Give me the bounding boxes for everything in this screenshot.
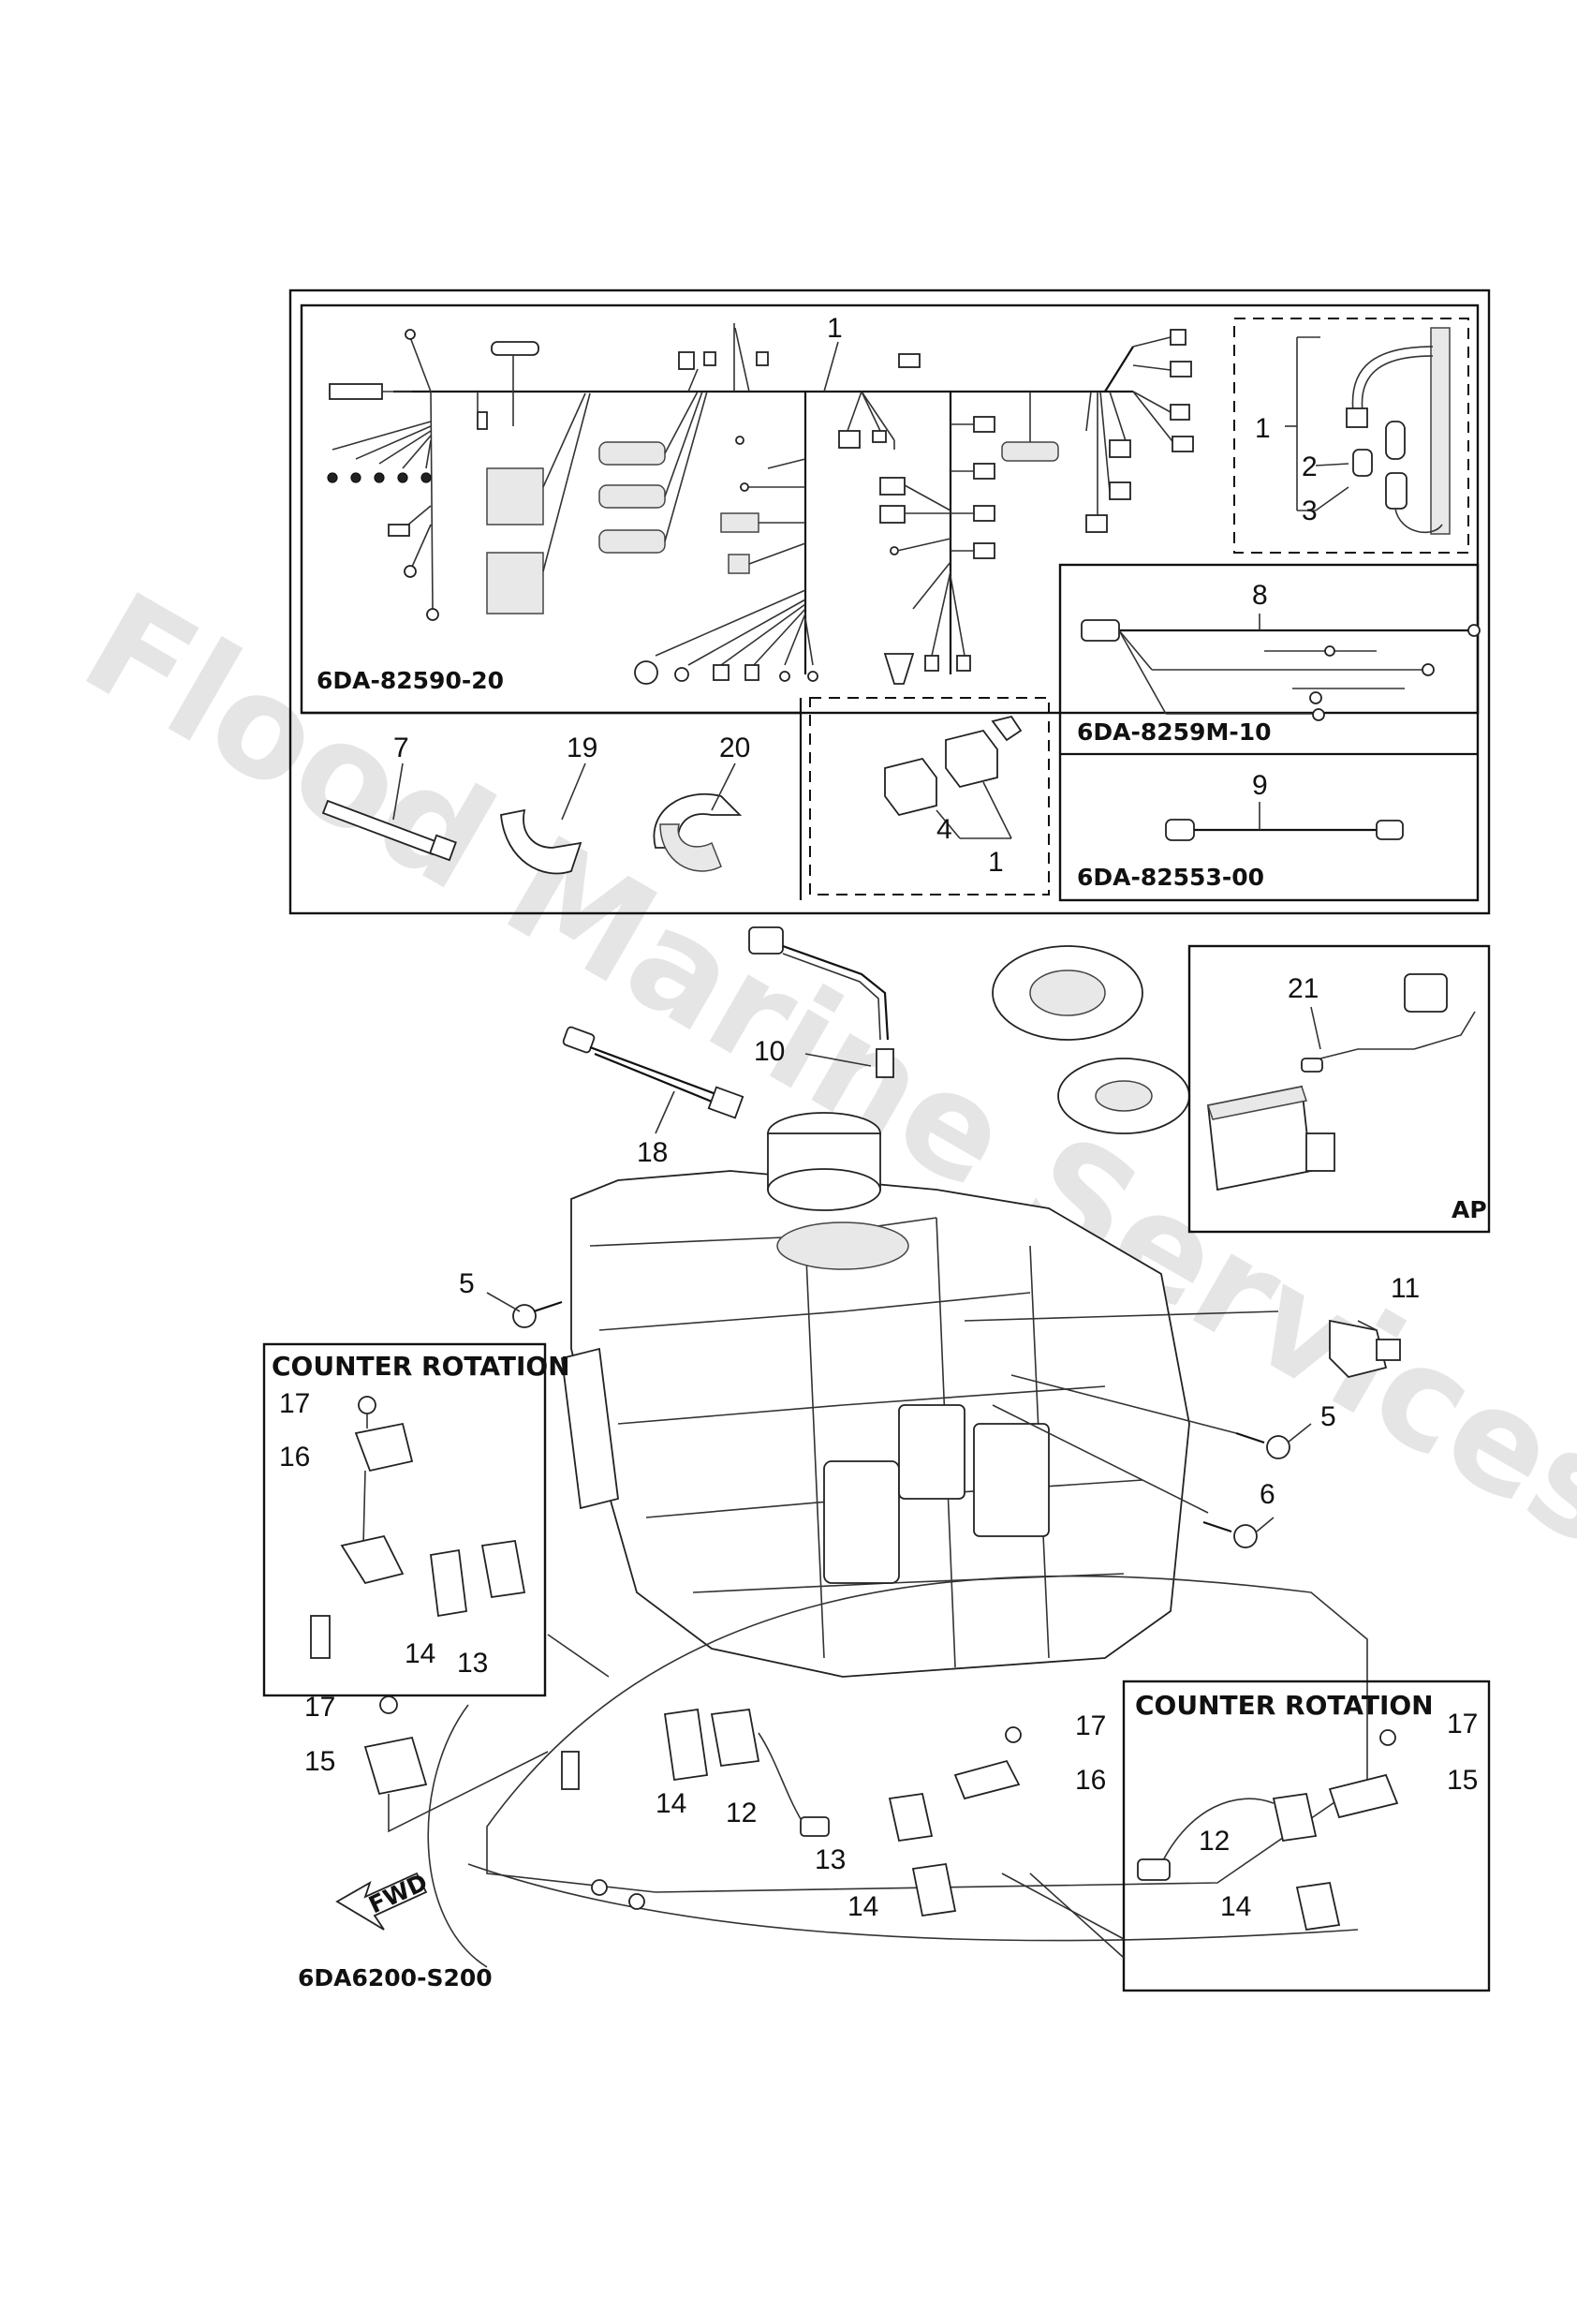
callout-cr-left-17: 17: [279, 1388, 310, 1419]
callout-12-a: 12: [726, 1798, 757, 1828]
sensor-10: [748, 926, 894, 1078]
callout-13-a: 13: [815, 1844, 846, 1875]
callout-5-right: 5: [1320, 1401, 1336, 1432]
callout-17-a: 17: [304, 1692, 335, 1723]
engine-assembly: [561, 945, 1190, 1678]
cable-tie: [321, 799, 457, 862]
bolt-18: [562, 1026, 744, 1119]
callout-cr-right-15: 15: [1447, 1765, 1478, 1796]
callout-21: 21: [1288, 973, 1319, 1004]
sensor-inset: [1233, 318, 1469, 554]
counter-rotation-right: [1122, 1680, 1491, 1992]
callout-1-right: 1: [1255, 413, 1271, 444]
callout-20: 20: [719, 733, 750, 763]
bottom-cowling: [427, 1575, 1368, 1968]
callout-9: 9: [1252, 770, 1268, 801]
callout-3: 3: [1302, 496, 1318, 526]
callout-cr-right-12: 12: [1199, 1826, 1230, 1857]
kit-panel: [288, 289, 1491, 915]
callout-19: 19: [567, 733, 597, 763]
main-wire-harness: [327, 323, 1194, 685]
callout-4: 4: [936, 814, 952, 845]
callout-cr-left-13: 13: [457, 1648, 488, 1679]
holder-20: [653, 792, 743, 872]
callout-10: 10: [754, 1036, 785, 1067]
callout-6: 6: [1260, 1479, 1275, 1510]
callout-1-relay: 1: [988, 847, 1004, 878]
relay-assembly: [884, 715, 1023, 817]
callout-2: 2: [1302, 451, 1318, 482]
counter-rotation-left: [262, 1342, 547, 1697]
relay-inset: [809, 697, 1050, 896]
lead-9: [1165, 819, 1404, 841]
kit-code-main-harness: 6DA-82590-20: [317, 667, 504, 694]
fwd-arrow: FWD: [335, 1868, 432, 1931]
callout-cr-right-17: 17: [1447, 1709, 1478, 1739]
callout-8: 8: [1252, 580, 1268, 611]
callout-16-a: 16: [1075, 1765, 1106, 1796]
callout-cr-left-14: 14: [405, 1638, 435, 1669]
leader-lines: [392, 336, 1378, 1959]
callout-1-top: 1: [827, 313, 843, 344]
holder-19: [500, 808, 582, 875]
ground-terminals: [327, 472, 432, 483]
callout-5-left: 5: [459, 1268, 475, 1299]
callout-11: 11: [1391, 1273, 1420, 1304]
counter-rotation-right-title: COUNTER ROTATION: [1135, 1690, 1434, 1721]
ap-panel: [1187, 944, 1491, 1234]
labels: 6DA-82590-20 6DA-8259M-10 6DA-82553-00 A…: [272, 313, 1487, 1991]
sensor-assembly: [1346, 327, 1451, 535]
callout-7: 7: [393, 733, 409, 763]
callout-14-b: 14: [847, 1891, 878, 1922]
kit-code-lead-9: 6DA-82553-00: [1077, 864, 1264, 891]
callout-15-a: 15: [304, 1746, 335, 1777]
kit-code-ap: AP: [1452, 1196, 1487, 1223]
callout-17-b: 17: [1075, 1710, 1106, 1741]
callout-14-a: 14: [656, 1788, 686, 1819]
callout-18: 18: [637, 1137, 668, 1168]
drawing-code: 6DA6200-S200: [298, 1964, 493, 1991]
lead-8: [1081, 619, 1481, 721]
fwd-label: FWD: [364, 1868, 432, 1918]
kit-code-lead-8: 6DA-8259M-10: [1077, 718, 1272, 746]
lower-parts: [363, 1695, 1022, 1917]
callout-cr-left-16: 16: [279, 1442, 310, 1473]
callout-cr-right-14: 14: [1220, 1891, 1251, 1922]
counter-rotation-left-title: COUNTER ROTATION: [272, 1351, 570, 1382]
